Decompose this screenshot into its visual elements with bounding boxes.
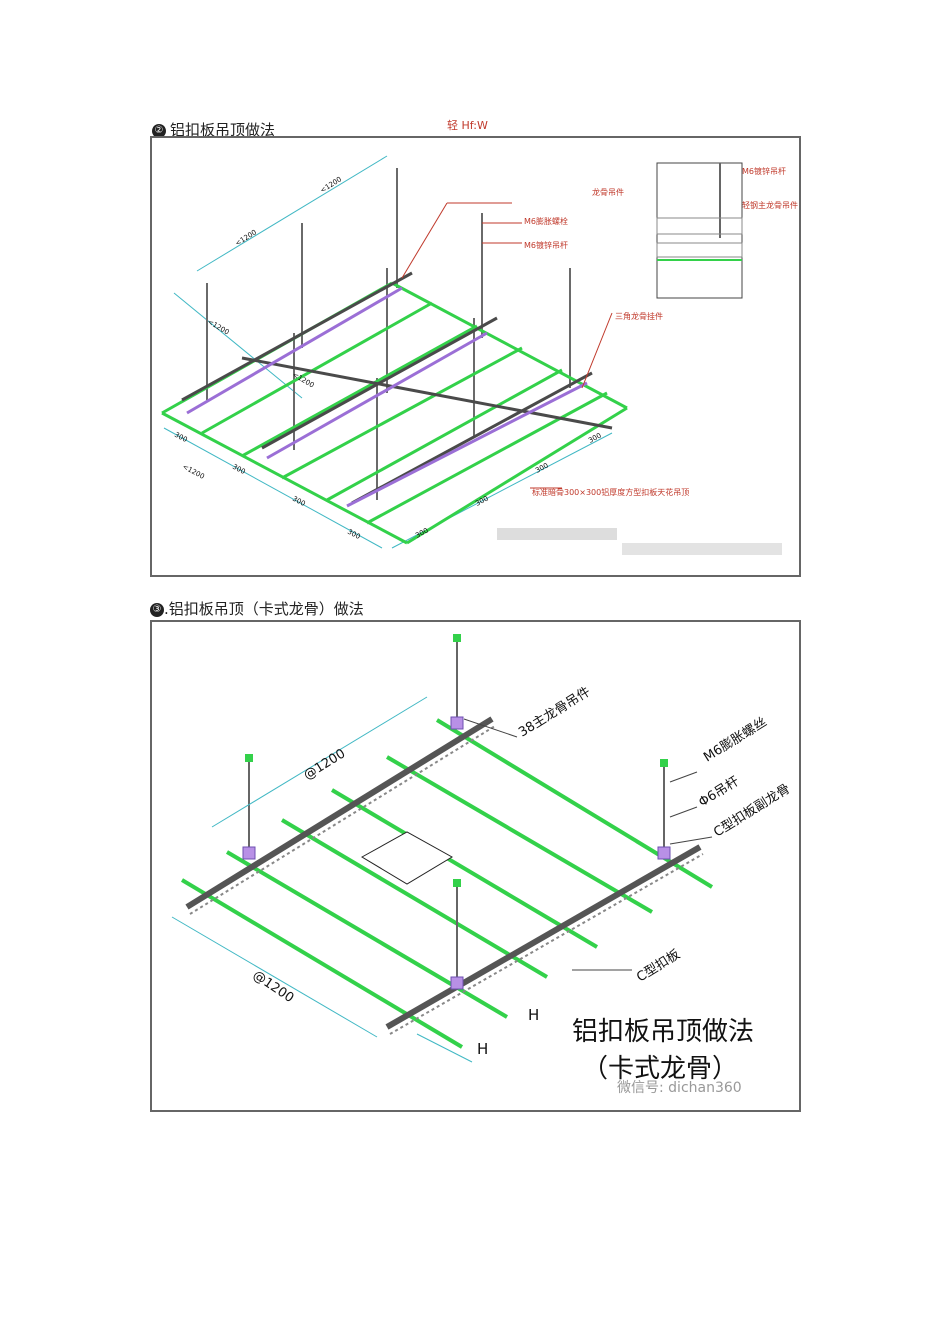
- dim-bottom-a: 300: [414, 526, 430, 539]
- section-2-heading: ② 铝扣板吊顶做法: [152, 119, 275, 140]
- dim-top: @1200: [301, 746, 348, 783]
- dim-left: @1200: [250, 968, 297, 1006]
- dim-bottom-b: 300: [474, 494, 490, 507]
- label-galvanized-rod: M6镀锌吊杆: [524, 240, 568, 250]
- section-3-heading: ③.铝扣板吊顶（卡式龙骨）做法: [150, 598, 364, 619]
- heading-stamp-text: 轻 Hf:W: [447, 119, 488, 132]
- figure-2-leaders: [463, 718, 713, 971]
- detail-label-main-keel: 轻钢主龙骨吊件: [742, 200, 798, 210]
- watermark: 微信号: dichan360: [617, 1080, 742, 1096]
- figure-1-drawing: M6膨胀螺栓 M6镀锌吊杆 三角龙骨挂件 标准暗骨300×300铝厚度方型扣板天…: [161, 155, 798, 555]
- dim-front-d: 300: [346, 528, 362, 541]
- detail-label-keel-hanger: 龙骨吊件: [592, 187, 624, 197]
- section-3-title: .铝扣板吊顶（卡式龙骨）做法: [164, 600, 364, 618]
- label-ceiling-note: 标准暗骨300×300铝厚度方型扣板天花吊顶: [532, 487, 689, 497]
- section-2-number: ②: [152, 123, 166, 138]
- faded-watermark: [622, 543, 782, 555]
- card-keel-teeth: [189, 725, 704, 1035]
- dim-front-a: 300: [173, 431, 189, 444]
- access-panel: [361, 831, 453, 885]
- figure-2-rods: [248, 637, 665, 982]
- label-triangle-hanger: 三角龙骨挂件: [615, 311, 663, 321]
- dim-front-c: 300: [291, 495, 307, 508]
- detail-inset: [656, 162, 743, 299]
- title-line-2: （卡式龙骨）: [582, 1054, 738, 1084]
- section-2-title: 铝扣板吊顶做法: [170, 121, 276, 139]
- label-main-hanger: 38主龙骨吊件: [516, 684, 593, 740]
- dim-h2: H: [528, 1006, 539, 1024]
- title-line-1: 铝扣板吊顶做法: [572, 1017, 754, 1047]
- dim-left-a: <1200: [206, 318, 231, 337]
- figure-2-dimensions: [171, 696, 473, 1063]
- rod-hangers: [242, 716, 671, 990]
- leader-lines: [401, 202, 613, 489]
- dim-front-b: 300: [231, 463, 247, 476]
- figure-1-labels: M6膨胀螺栓 M6镀锌吊杆 三角龙骨挂件 标准暗骨300×300铝厚度方型扣板天…: [524, 166, 798, 497]
- green-cross-keels: [161, 281, 628, 545]
- dim-right-b: 300: [587, 431, 603, 444]
- detail-label-rod: M6镀锌吊杆: [742, 166, 786, 176]
- label-expansion-bolt: M6膨胀螺栓: [524, 216, 568, 226]
- figure-ceiling-grid: M6膨胀螺栓 M6镀锌吊杆 三角龙骨挂件 标准暗骨300×300铝厚度方型扣板天…: [150, 136, 801, 577]
- label-expansion-bolt: M6膨胀螺丝: [701, 715, 770, 766]
- hanging-rods: [206, 168, 571, 500]
- faded-caption: [497, 528, 617, 540]
- figure-2-drawing: 38主龙骨吊件 M6膨胀螺丝 Φ6吊杆 C型扣板副龙骨 C型扣板 @1200 @…: [171, 634, 793, 1096]
- card-keels: [185, 716, 702, 1030]
- purple-secondary-keels: [186, 286, 588, 508]
- dim-top-b: <1200: [234, 228, 258, 247]
- figure-card-keel-ceiling: 38主龙骨吊件 M6膨胀螺丝 Φ6吊杆 C型扣板副龙骨 C型扣板 @1200 @…: [150, 620, 801, 1112]
- main-keels: [181, 271, 613, 505]
- figure-2-title: 铝扣板吊顶做法 （卡式龙骨）: [572, 1017, 754, 1084]
- section-3-number: ③: [150, 602, 164, 617]
- dim-bottom-c: <1200: [181, 463, 206, 481]
- rod-tips: [245, 634, 668, 887]
- label-c-panel: C型扣板: [634, 947, 683, 985]
- label-rod: Φ6吊杆: [696, 774, 742, 810]
- dim-h1: H: [477, 1040, 488, 1058]
- figure-2-labels: 38主龙骨吊件 M6膨胀螺丝 Φ6吊杆 C型扣板副龙骨 C型扣板 @1200 @…: [250, 684, 793, 1058]
